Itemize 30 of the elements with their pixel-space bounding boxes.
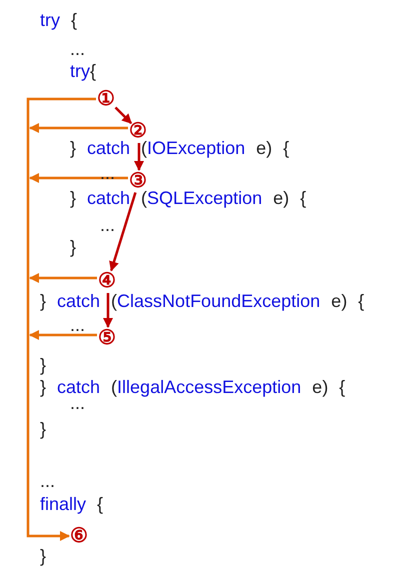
code-line: } catch (IOException e) { xyxy=(70,138,290,159)
code-line: ... xyxy=(70,38,86,60)
arrow xyxy=(134,143,144,171)
code-line: } xyxy=(40,354,46,376)
code-line: ... xyxy=(70,314,86,336)
step-number: ① xyxy=(97,89,115,109)
step-number: ④ xyxy=(98,271,116,291)
arrow xyxy=(103,293,113,328)
code-line: ... xyxy=(40,470,56,492)
code-line: } xyxy=(40,545,46,567)
code-line: try{ xyxy=(70,60,96,82)
arrow xyxy=(114,106,132,124)
step-number: ③ xyxy=(129,171,147,191)
step-number: ② xyxy=(129,121,147,141)
step-number: ⑤ xyxy=(98,328,116,348)
code-line: finally { xyxy=(40,493,104,515)
code-line: } xyxy=(40,418,46,440)
code-line: try { xyxy=(40,9,78,31)
code-line: } catch (ClassNotFoundException e) { xyxy=(40,290,364,312)
arrow xyxy=(109,192,137,272)
code-line: ... xyxy=(100,162,116,184)
step-number: ⑥ xyxy=(70,526,88,546)
arrow xyxy=(29,123,128,133)
arrow xyxy=(29,273,97,283)
code-line: } xyxy=(70,236,76,258)
arrow xyxy=(29,330,97,340)
arrow xyxy=(29,173,128,183)
code-line: ... xyxy=(100,214,116,236)
arrow xyxy=(26,98,96,541)
code-line: } catch (SQLException e) { xyxy=(70,188,306,209)
